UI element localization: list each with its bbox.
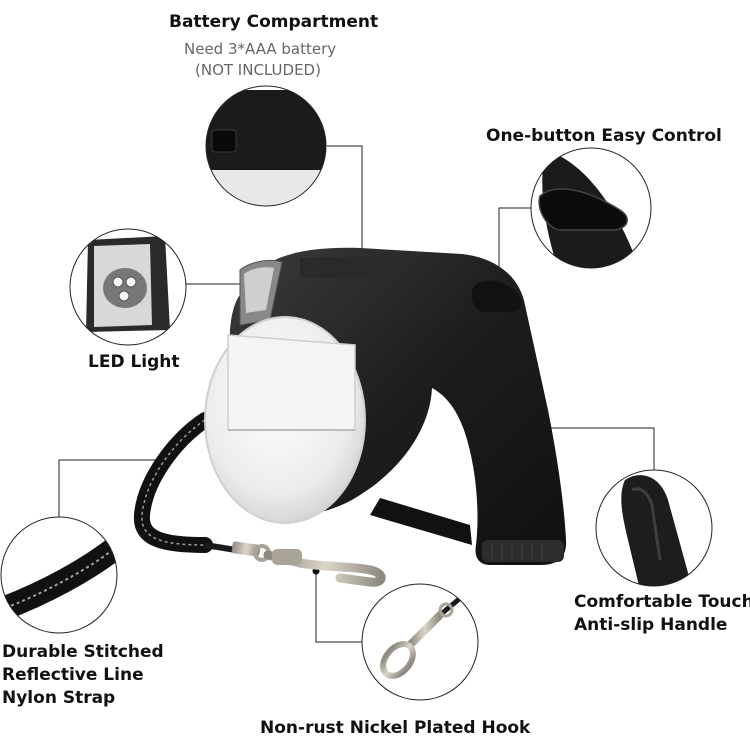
strap-label-line1: Durable Stitched <box>2 642 164 662</box>
strap-label-line2: Reflective Line <box>2 665 144 685</box>
top-ridge <box>300 256 400 278</box>
snap-hook <box>263 550 386 587</box>
battery-note-line1: Need 3*AAA battery <box>184 40 337 58</box>
bag-holder-slot <box>227 334 356 431</box>
hook-callout-line <box>315 572 362 643</box>
battery-note-line2: (NOT INCLUDED) <box>195 61 321 79</box>
control-button <box>471 280 521 312</box>
battery-zoom-circle <box>205 85 327 207</box>
callout-lines <box>58 145 655 643</box>
leash-cord <box>204 542 237 553</box>
led-light-label: LED Light <box>88 352 180 372</box>
handle-label-line1: Comfortable Touch <box>574 592 750 612</box>
handle-callout-line <box>515 427 655 470</box>
button-zoom-circle <box>530 147 652 269</box>
lock-slider <box>370 498 472 545</box>
hook-zoom-circle <box>361 583 479 701</box>
battery-compartment-label: Battery Compartment <box>169 12 379 32</box>
battery-callout-line <box>327 145 363 252</box>
handle-zoom-circle <box>595 469 713 587</box>
button-callout-line <box>498 207 531 292</box>
nylon-strap <box>133 412 213 553</box>
strap-label-line3: Nylon Strap <box>2 688 116 708</box>
handle-grip-ring <box>482 540 564 562</box>
hook-label: Non-rust Nickel Plated Hook <box>260 718 531 738</box>
strap-zoom-circle <box>0 516 118 634</box>
led-zoom-circle <box>69 228 187 346</box>
strap-callout-line <box>58 459 160 517</box>
handle-label-line2: Anti-slip Handle <box>574 615 728 635</box>
one-button-control-label: One-button Easy Control <box>486 126 722 146</box>
